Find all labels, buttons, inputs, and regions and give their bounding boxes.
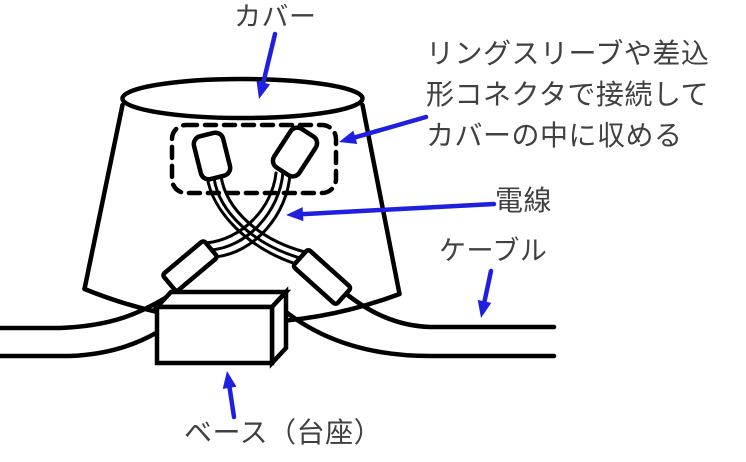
wire-strand xyxy=(208,170,285,252)
wire-connectors xyxy=(191,125,320,182)
cover-label: カバー xyxy=(234,2,317,32)
cover-arrow-line xyxy=(261,31,278,85)
wire-strand xyxy=(205,174,298,266)
cover-right-edge xyxy=(360,102,402,297)
wire-arrow xyxy=(286,201,497,222)
base-arrow-line xyxy=(227,385,237,420)
left-cable-sheath xyxy=(161,239,219,293)
base-label: ベース（台座） xyxy=(184,417,383,448)
junction-arrow xyxy=(339,114,429,144)
cable-label: ケーブル xyxy=(439,236,548,266)
wire-label: 電線 xyxy=(495,185,553,216)
wire-strand xyxy=(219,174,307,254)
connection-note-line-1: リングスリーブや差込 xyxy=(426,38,710,69)
cover-left-edge xyxy=(82,102,125,292)
base-box xyxy=(151,286,292,369)
connection-note: リングスリーブや差込 形コネクタで接続して カバーの中に収める xyxy=(426,33,709,156)
cable-sheaths xyxy=(161,239,353,306)
right-cable-sheath xyxy=(291,248,353,306)
cover-arrow-head xyxy=(256,80,271,99)
connection-note-line-2: 形コネクタで接続して xyxy=(426,79,710,110)
right-cable-upper-edge xyxy=(335,284,557,330)
junction-arrow-head xyxy=(339,130,358,144)
wire-arrow-head xyxy=(286,207,304,222)
junction-dashed-box xyxy=(169,122,339,196)
base-box-front-face xyxy=(154,304,275,366)
cable-arrow xyxy=(477,268,494,318)
wire-arrow-line xyxy=(300,201,497,217)
cover-arrow xyxy=(256,31,278,99)
cover-top-ellipse xyxy=(120,76,365,121)
cable-arrow-head xyxy=(477,299,492,318)
wire-strand xyxy=(212,176,302,260)
left-connector xyxy=(191,130,233,182)
right-cable-lower-edge xyxy=(269,297,557,359)
wire-bundles xyxy=(204,170,307,266)
wire-strand xyxy=(204,171,278,245)
base-arrow xyxy=(222,371,237,420)
junction-arrow-line xyxy=(353,114,429,140)
cover-outline xyxy=(82,76,402,325)
connection-note-line-3: カバーの中に収める xyxy=(426,120,683,151)
wire-strand xyxy=(212,171,292,259)
base-arrow-head xyxy=(222,371,237,389)
right-connector xyxy=(270,125,320,179)
cable-arrow-line xyxy=(482,268,494,304)
